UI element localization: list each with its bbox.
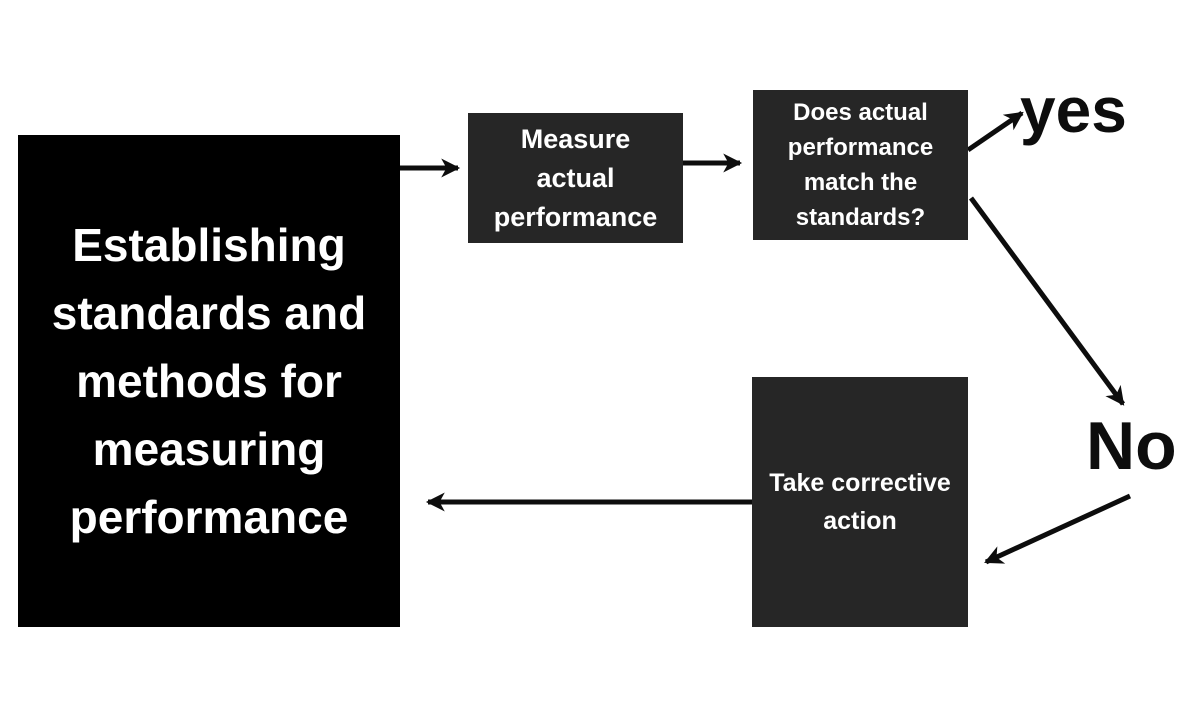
arrow-match-to-no <box>968 196 1126 406</box>
node-establish-standards: Establishing standards and methods for m… <box>18 135 400 627</box>
node-measure-performance: Measure actual performance <box>468 113 683 243</box>
branch-label-no: No <box>1086 408 1177 484</box>
arrow-match-to-yes <box>966 110 1024 153</box>
arrow-no-to-corrective <box>984 493 1132 565</box>
branch-label-yes: yes <box>1020 74 1127 146</box>
node-match-standards: Does actual performance match the standa… <box>753 90 968 240</box>
node-corrective-action: Take corrective action <box>752 377 968 627</box>
